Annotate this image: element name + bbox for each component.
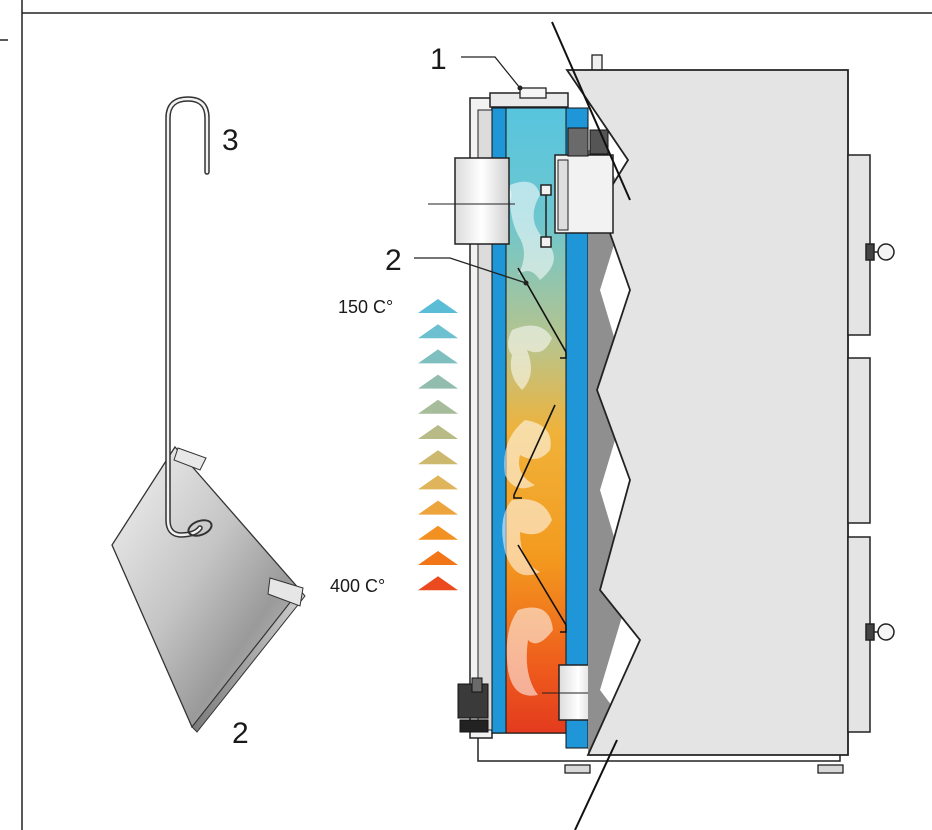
temperature-arrow: [418, 425, 458, 439]
temperature-arrow: [418, 500, 458, 515]
temp-bottom-label: 400 C°: [330, 576, 385, 596]
baffle-plate-assembly: [111, 96, 306, 733]
hook-ring: [187, 519, 213, 537]
flue-lever: [540, 184, 552, 248]
rear-port: [454, 157, 510, 245]
leader-2: [414, 257, 527, 284]
temperature-arrow: [418, 299, 458, 313]
temperature-arrow: [418, 450, 458, 465]
temperature-scale: [418, 299, 458, 591]
label-plate: 2: [232, 717, 249, 750]
flue-outlet-top: [567, 127, 589, 157]
temperature-arrow: [418, 551, 458, 565]
leader-1: [461, 56, 521, 89]
middle-door: [847, 357, 871, 524]
lower-knob: [459, 719, 489, 733]
baffle-plate-top-tab: [173, 447, 207, 471]
foot-right: [817, 764, 844, 774]
temperature-arrow: [418, 349, 458, 364]
foot-left: [564, 764, 591, 774]
temperature-arrow: [418, 399, 458, 414]
baffle-plate-lip: [191, 589, 306, 733]
temperature-arrow: [418, 525, 458, 540]
lower-door-handle: [865, 623, 895, 641]
temperature-arrow: [418, 576, 458, 591]
boiler-body: [414, 21, 895, 830]
label-baffle: 2: [385, 244, 402, 277]
internal-baffles: [513, 267, 567, 633]
temperature-arrow: [418, 374, 458, 389]
section-line: [551, 21, 631, 201]
label-cover: 1: [430, 43, 447, 76]
baffle-plate-tab: [267, 577, 304, 607]
label-hook: 3: [222, 124, 239, 157]
temperature-arrow: [418, 475, 458, 490]
temperature-arrow: [418, 324, 458, 339]
top-stub: [591, 54, 603, 72]
temp-top-label: 150 C°: [338, 297, 393, 317]
upper-door-handle: [865, 243, 895, 261]
